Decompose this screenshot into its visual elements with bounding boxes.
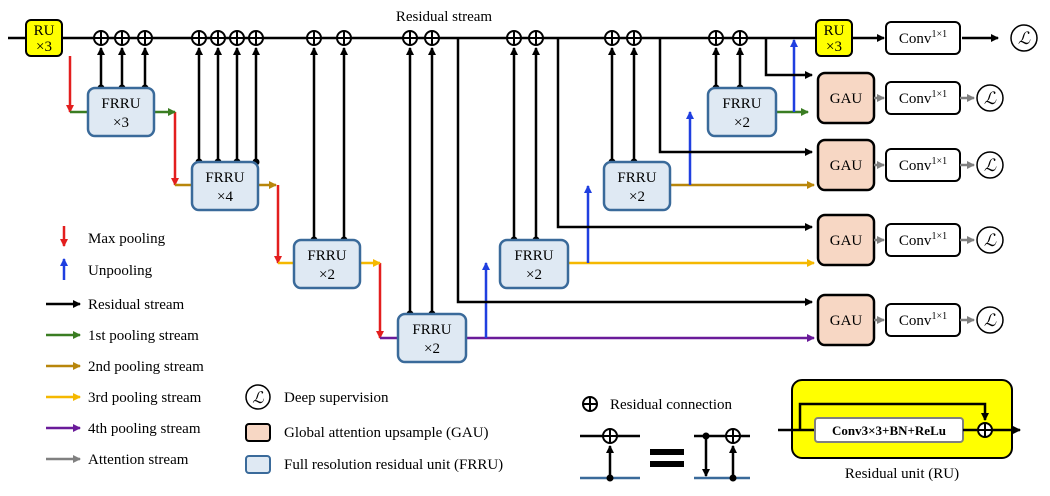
- gau-label: GAU: [830, 233, 863, 249]
- frru-block: FRRU ×2: [602, 160, 672, 212]
- legend: Max pooling Unpooling Residual stream 1s…: [46, 226, 1021, 482]
- legend-pool1: 1st pooling stream: [88, 328, 199, 344]
- frru-multiplier: ×2: [629, 189, 645, 205]
- frru-block: FRRU ×4: [190, 160, 260, 212]
- loss-symbol: ℒ: [984, 231, 997, 250]
- ru-block-input: RU ×3: [25, 19, 63, 57]
- gau-row: GAU Conv1×1 ℒ: [816, 138, 1004, 192]
- residual-stream-title: Residual stream: [396, 9, 493, 25]
- legend-loss-icon: [245, 384, 271, 410]
- conv-label: Conv1×1: [899, 231, 947, 249]
- ru-block-output: RU ×3: [815, 19, 853, 57]
- residual-connection: [626, 30, 642, 166]
- residual-connection: [114, 30, 130, 92]
- residual-connection: [732, 30, 748, 92]
- legend-unpooling: Unpooling: [88, 263, 153, 279]
- conv-label: Conv1×1: [899, 311, 947, 329]
- ru-label-top: RU: [34, 23, 55, 39]
- frru-block: FRRU ×3: [86, 86, 156, 138]
- frru-multiplier: ×3: [113, 115, 129, 131]
- ru-label-top: RU: [824, 23, 845, 39]
- legend-pool4: 4th pooling stream: [88, 421, 201, 437]
- residual-connection: [191, 30, 207, 166]
- frru-multiplier: ×2: [424, 341, 440, 357]
- legend-max-pooling: Max pooling: [88, 231, 166, 247]
- residual-connection: [137, 30, 153, 92]
- frru-multiplier: ×2: [526, 267, 542, 283]
- gau-label: GAU: [830, 91, 863, 107]
- frru-block: FRRU ×2: [706, 86, 778, 138]
- svg-text:ℒ: ℒ: [252, 390, 264, 407]
- loss-icon: [976, 151, 1004, 179]
- ru-caption: Residual unit (RU): [845, 466, 959, 482]
- residual-connection: [506, 30, 522, 244]
- legend-residual-connection-text: Residual connection: [610, 397, 733, 413]
- ru-inner-text: Conv3×3+BN+ReLu: [832, 423, 946, 438]
- max-pooling-arrows: [66, 56, 384, 339]
- gau-row: GAU Conv1×1 ℒ: [816, 213, 1004, 267]
- loss-icon: [976, 226, 1004, 254]
- legend-ru-detail: Conv3×3+BN+ReLu Residual unit (RU): [778, 379, 1021, 482]
- conv-label: Conv1×1: [899, 89, 947, 107]
- loss-icon: ℒ: [1010, 24, 1038, 52]
- residual-connection: [336, 30, 352, 244]
- gau-row: GAU Conv1×1 ℒ: [816, 293, 1004, 347]
- frru-label: FRRU: [514, 248, 553, 264]
- legend-frru-swatch: [245, 455, 271, 474]
- frru-label: FRRU: [617, 170, 656, 186]
- loss-icon: [976, 84, 1004, 112]
- residual-connection: [210, 30, 226, 166]
- gau-label: GAU: [830, 158, 863, 174]
- conv-label: Conv1×1: [899, 156, 947, 174]
- frru-block: FRRU ×2: [498, 238, 570, 290]
- frru-label: FRRU: [205, 170, 244, 186]
- legend-residual-stream: Residual stream: [88, 297, 185, 313]
- legend-gau: Global attention upsample (GAU): [284, 425, 489, 441]
- residual-connection: [229, 30, 245, 166]
- legend-frru: Full resolution residual unit (FRRU): [284, 457, 503, 473]
- residual-connection: [604, 30, 620, 166]
- legend-deep-supervision: Deep supervision: [284, 390, 389, 406]
- frru-multiplier: ×2: [734, 115, 750, 131]
- legend-gau-swatch: [245, 423, 271, 442]
- frru-multiplier: ×2: [319, 267, 335, 283]
- legend-pool3: 3rd pooling stream: [88, 390, 202, 406]
- ru-label-bottom: ×3: [826, 39, 842, 55]
- loss-icon: [976, 306, 1004, 334]
- residual-connection: [306, 30, 322, 244]
- residual-connection: [402, 30, 418, 318]
- svg-text:Conv1×1: Conv1×1: [899, 29, 947, 47]
- legend-pool2: 2nd pooling stream: [88, 359, 204, 375]
- residual-connection: [248, 30, 264, 166]
- ru-label-bottom: ×3: [36, 39, 52, 55]
- residual-to-gau: [456, 38, 813, 306]
- frru-label: FRRU: [307, 248, 346, 264]
- frru-block: FRRU ×2: [292, 238, 362, 290]
- frru-multiplier: ×4: [217, 189, 233, 205]
- legend-residual-connection: Residual connection: [580, 396, 750, 482]
- loss-symbol: ℒ: [984, 89, 997, 108]
- frru-label: FRRU: [412, 322, 451, 338]
- residual-connection: [424, 30, 440, 318]
- residual-connection: [708, 30, 724, 92]
- frru-block: FRRU ×2: [396, 312, 468, 364]
- frru-blocks: FRRU×3FRRU×4FRRU×2FRRU×2FRRU×2FRRU×2FRRU…: [86, 86, 778, 364]
- residual-connection: [93, 30, 109, 92]
- residual-connection: [528, 30, 544, 244]
- frru-label: FRRU: [101, 96, 140, 112]
- frru-label: FRRU: [722, 96, 761, 112]
- loss-symbol: ℒ: [984, 156, 997, 175]
- conv-block-top: Conv1×1: [885, 21, 961, 55]
- gau-label: GAU: [830, 313, 863, 329]
- gau-row: GAU Conv1×1 ℒ: [816, 71, 1004, 125]
- legend-attention: Attention stream: [88, 452, 189, 468]
- loss-symbol: ℒ: [984, 311, 997, 330]
- svg-text:ℒ: ℒ: [1018, 29, 1031, 48]
